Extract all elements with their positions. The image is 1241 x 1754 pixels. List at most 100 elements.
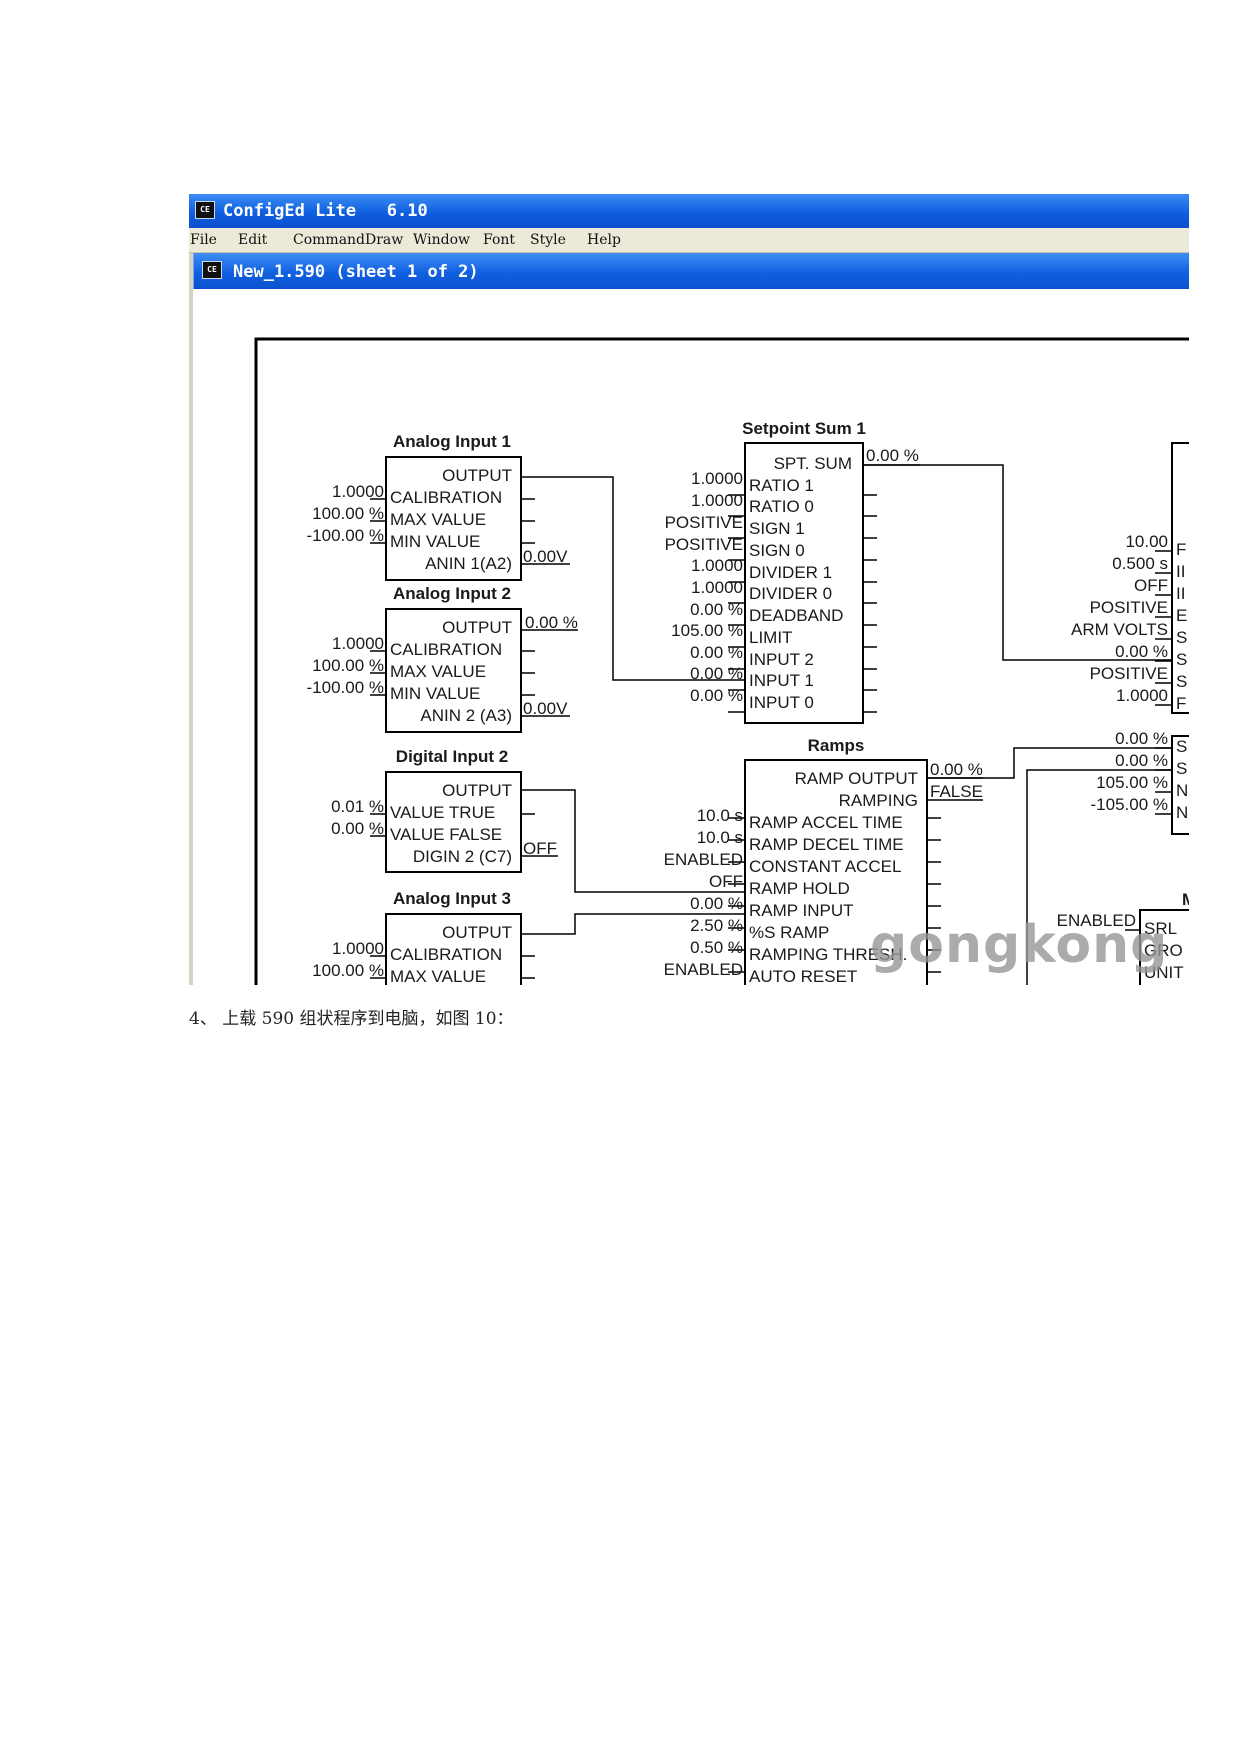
- right-block-3-title: M: [1182, 890, 1196, 909]
- block-digital-input-2[interactable]: [385, 771, 522, 873]
- menu-command[interactable]: Command: [293, 232, 366, 248]
- input-value[interactable]: 0.00 %: [1115, 642, 1168, 661]
- app-title-bar[interactable]: CE ConfigEd Lite 6.10: [189, 194, 1189, 228]
- input-value[interactable]: -105.00 %: [1091, 795, 1169, 814]
- input-value[interactable]: 1.0000: [332, 482, 384, 501]
- param-label: RATIO 1: [749, 476, 814, 495]
- input-value[interactable]: POSITIVE: [665, 513, 743, 532]
- block-ramps[interactable]: [744, 759, 928, 1000]
- menu-file[interactable]: File: [190, 232, 217, 248]
- app-title: ConfigEd Lite 6.10: [223, 201, 428, 221]
- input-value[interactable]: ARM VOLTS: [1071, 620, 1168, 639]
- input-value[interactable]: ENABLED: [1057, 911, 1136, 930]
- param-label: VALUE TRUE: [390, 803, 495, 822]
- figure-caption: 4、 上载 590 组状程序到电脑，如图 10：: [189, 1009, 514, 1029]
- param-label: MIN VALUE: [390, 532, 480, 551]
- input-value[interactable]: -100.00 %: [307, 678, 385, 697]
- param-label: S: [1176, 650, 1187, 669]
- input-value[interactable]: 1.0000: [691, 556, 743, 575]
- input-value[interactable]: 0.00 %: [690, 894, 743, 913]
- block-right-1[interactable]: [1171, 442, 1202, 714]
- analog-input-1-title: Analog Input 1: [393, 432, 511, 451]
- param-label: N: [1176, 781, 1188, 800]
- input-value[interactable]: 0.00 %: [331, 819, 384, 838]
- input-value[interactable]: 0.01 %: [331, 797, 384, 816]
- input-value[interactable]: POSITIVE: [1090, 598, 1168, 617]
- input-value[interactable]: 0.500 s: [1112, 554, 1168, 573]
- param-label: INPUT 1: [749, 671, 814, 690]
- input-value[interactable]: OFF: [1134, 576, 1168, 595]
- param-label: INPUT 0: [749, 693, 814, 712]
- menu-draw[interactable]: Draw: [365, 232, 404, 248]
- param-label: ANIN 2 (A3): [420, 706, 512, 725]
- wire-sptsum-to-right: [863, 464, 1172, 661]
- input-value[interactable]: 105.00 %: [1096, 773, 1168, 792]
- input-value[interactable]: 0.00 %: [690, 643, 743, 662]
- input-value[interactable]: 105.00 %: [671, 621, 743, 640]
- output-value: 0.00 %: [525, 613, 578, 632]
- input-value[interactable]: 10.0 s: [697, 806, 743, 825]
- param-label: MIN VALUE: [390, 684, 480, 703]
- block-analog-input-3[interactable]: [385, 913, 522, 994]
- input-value[interactable]: 0.00 %: [690, 664, 743, 683]
- input-value[interactable]: 2.50 %: [690, 916, 743, 935]
- param-label: RAMP HOLD: [749, 879, 850, 898]
- menu-help[interactable]: Help: [587, 232, 621, 248]
- wire-ain3-to-rampinput: [521, 913, 745, 935]
- param-label: GRO: [1144, 941, 1183, 960]
- ramps-title: Ramps: [808, 736, 865, 755]
- param-label: RAMP INPUT: [749, 901, 854, 920]
- param-label: RAMP DECEL TIME: [749, 835, 904, 854]
- menu-font[interactable]: Font: [483, 232, 516, 248]
- param-label: CALIBRATION: [390, 640, 502, 659]
- input-value[interactable]: 10.00: [1125, 532, 1168, 551]
- menu-window[interactable]: Window: [413, 232, 471, 248]
- input-value[interactable]: OFF: [709, 872, 743, 891]
- input-value[interactable]: POSITIVE: [665, 535, 743, 554]
- output-value: 0.00 %: [866, 446, 919, 465]
- input-value[interactable]: -100.00 %: [307, 526, 385, 545]
- input-value[interactable]: 1.0000: [332, 634, 384, 653]
- param-label: RATIO 0: [749, 497, 814, 516]
- setpoint-sum-1-title: Setpoint Sum 1: [742, 419, 866, 438]
- param-label: S: [1176, 672, 1187, 691]
- block-analog-input-1[interactable]: [385, 456, 522, 581]
- document-title-bar[interactable]: CE New_1.590 (sheet 1 of 2): [193, 253, 1189, 289]
- input-value[interactable]: 0.50 %: [690, 938, 743, 957]
- param-label: RAMPING THRESH.: [749, 945, 907, 964]
- menu-style[interactable]: Style: [530, 232, 566, 248]
- output-value: 0.00V: [523, 699, 568, 718]
- param-label: F: [1176, 540, 1186, 559]
- document-title: New_1.590 (sheet 1 of 2): [233, 262, 479, 282]
- analog-input-3-title: Analog Input 3: [393, 889, 511, 908]
- block-right-2[interactable]: [1171, 735, 1202, 835]
- input-value[interactable]: 1.0000: [1116, 686, 1168, 705]
- input-value[interactable]: 10.0 s: [697, 828, 743, 847]
- param-label: CALIBRATION: [390, 945, 502, 964]
- input-value[interactable]: ENABLED: [664, 850, 743, 869]
- block-analog-input-2[interactable]: [385, 608, 522, 733]
- input-value[interactable]: 100.00 %: [312, 961, 384, 980]
- param-label: II: [1176, 562, 1185, 581]
- app-icon: CE: [195, 201, 215, 219]
- input-value[interactable]: 0.00 %: [690, 600, 743, 619]
- configed-window: CE ConfigEd Lite 6.10 File Edit Command …: [189, 194, 1189, 985]
- param-label: AUTO RESET: [749, 967, 857, 986]
- param-label: INPUT 2: [749, 650, 814, 669]
- block-setpoint-sum-1[interactable]: [744, 442, 864, 724]
- input-value[interactable]: POSITIVE: [1090, 664, 1168, 683]
- input-value[interactable]: 1.0000: [332, 939, 384, 958]
- input-value[interactable]: 100.00 %: [312, 504, 384, 523]
- block-right-3[interactable]: [1139, 909, 1200, 1000]
- input-value[interactable]: 0.00 %: [1115, 729, 1168, 748]
- menu-bar: File Edit Command Draw Window Font Style…: [189, 228, 1189, 253]
- param-label: RAMP ACCEL TIME: [749, 813, 903, 832]
- input-value[interactable]: 100.00 %: [312, 656, 384, 675]
- input-value[interactable]: 1.0000: [691, 469, 743, 488]
- input-value[interactable]: 1.0000: [691, 578, 743, 597]
- input-value[interactable]: 0.00 %: [1115, 751, 1168, 770]
- menu-edit[interactable]: Edit: [238, 232, 268, 248]
- input-value[interactable]: 1.0000: [691, 491, 743, 510]
- input-value[interactable]: 0.00 %: [690, 686, 743, 705]
- input-value[interactable]: ENABLED: [664, 960, 743, 979]
